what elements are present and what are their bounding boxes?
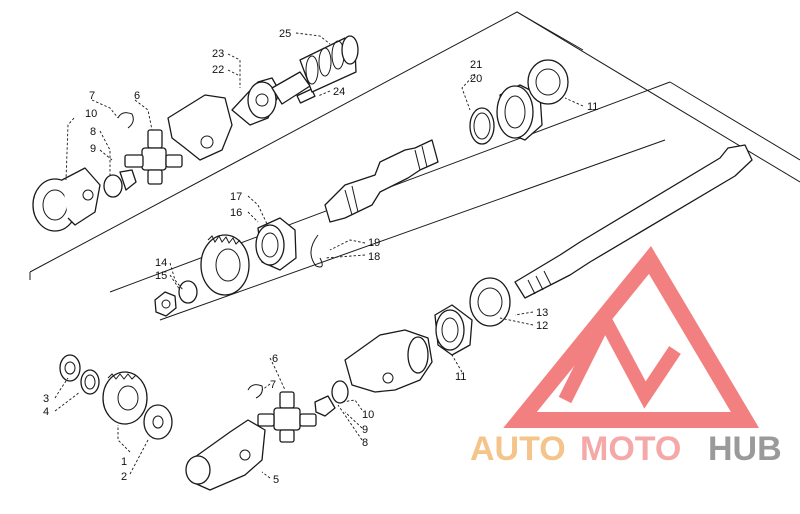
callout-9-upper: 9 bbox=[90, 143, 96, 155]
snap-ring-upper bbox=[117, 112, 134, 129]
callout-7-upper: 7 bbox=[89, 90, 95, 102]
cross-spider-upper bbox=[124, 129, 183, 185]
callout-2: 2 bbox=[121, 471, 127, 483]
watermark-word-hub: HUB bbox=[708, 430, 782, 468]
nut-14-washer-15 bbox=[154, 280, 198, 317]
cross-spider-lower bbox=[257, 391, 317, 443]
callout-8-upper: 8 bbox=[90, 126, 96, 138]
callout-6-lower: 6 bbox=[272, 353, 278, 365]
bearing-21 bbox=[496, 84, 543, 141]
callout-10-upper: 10 bbox=[85, 108, 97, 120]
callout-10-lower: 10 bbox=[362, 409, 374, 421]
drive-shaft-long bbox=[514, 144, 753, 299]
watermark-text: AUTO MOTO HUB bbox=[470, 430, 782, 468]
callout-19: 19 bbox=[368, 237, 380, 249]
washer-3-4 bbox=[59, 354, 100, 395]
callout-13: 13 bbox=[536, 307, 548, 319]
callout-7-lower: 7 bbox=[270, 379, 276, 391]
leader-lines bbox=[54, 32, 584, 479]
callout-11-lower: 11 bbox=[455, 371, 466, 383]
ring-gear-bevel bbox=[200, 234, 250, 296]
output-yoke-10 bbox=[344, 329, 433, 393]
callout-14: 14 bbox=[155, 257, 167, 269]
callout-4: 4 bbox=[43, 406, 49, 418]
cap-8-9-lower bbox=[314, 380, 349, 417]
watermark-word-moto: MOTO bbox=[580, 430, 681, 468]
callout-25: 25 bbox=[279, 28, 291, 40]
bearing-cap-upper bbox=[103, 169, 137, 198]
boot-25 bbox=[299, 35, 359, 93]
callout-15: 15 bbox=[155, 270, 167, 282]
callout-22: 22 bbox=[212, 64, 224, 76]
seal-11-lower bbox=[434, 304, 473, 356]
callout-5: 5 bbox=[273, 474, 279, 486]
callout-12: 12 bbox=[536, 320, 548, 332]
callout-18: 18 bbox=[368, 251, 380, 263]
slip-yoke-5 bbox=[185, 419, 266, 491]
callout-16: 16 bbox=[230, 207, 242, 219]
bearing-16-17 bbox=[255, 217, 297, 271]
callout-24: 24 bbox=[333, 86, 345, 98]
callout-23: 23 bbox=[212, 48, 224, 60]
watermark-word-auto: AUTO bbox=[470, 430, 566, 468]
callout-6-upper: 6 bbox=[134, 90, 140, 102]
callout-17: 17 bbox=[230, 191, 242, 203]
watermark-logo bbox=[503, 246, 760, 428]
bearing-12-13 bbox=[469, 277, 511, 327]
snap-ring-20 bbox=[469, 107, 495, 145]
input-shaft-19 bbox=[324, 139, 439, 223]
callout-1: 1 bbox=[121, 456, 127, 468]
seal-11-upper bbox=[527, 59, 569, 105]
callout-11-upper: 11 bbox=[587, 101, 598, 113]
pinion-gear-1-2 bbox=[102, 371, 173, 440]
snap-ring-lower bbox=[247, 384, 263, 399]
yoke-shaft-22-23 bbox=[167, 71, 316, 161]
callout-9-lower: 9 bbox=[362, 424, 368, 436]
snap-ring-18 bbox=[310, 234, 323, 268]
callout-21: 21 bbox=[470, 59, 482, 71]
callout-labels: 25 23 22 24 7 6 10 8 9 21 20 11 17 16 19… bbox=[43, 28, 598, 486]
callout-20: 20 bbox=[470, 73, 482, 85]
callout-8-lower: 8 bbox=[362, 437, 368, 449]
callout-3: 3 bbox=[43, 393, 49, 405]
yoke-flange-upper bbox=[32, 167, 101, 232]
